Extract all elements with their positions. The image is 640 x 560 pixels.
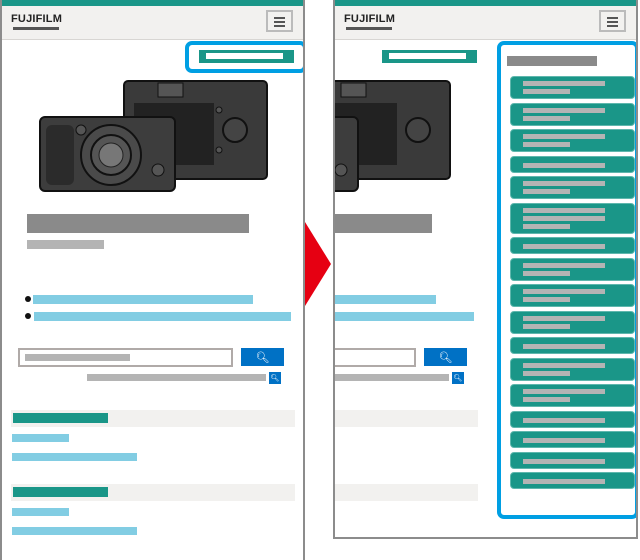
- menu-item-text-placeholder: [523, 370, 570, 376]
- top-accent-bar: [2, 0, 303, 6]
- menu-item-11[interactable]: [510, 337, 635, 354]
- subtitle-placeholder: [27, 240, 104, 249]
- menu-item-text-placeholder: [523, 323, 570, 329]
- advanced-search-placeholder: [87, 374, 266, 381]
- menu-item-4[interactable]: [510, 155, 635, 173]
- menu-item-17[interactable]: [510, 472, 635, 489]
- logo-underline: [13, 27, 59, 30]
- page-title-placeholder: [335, 214, 432, 233]
- search-input[interactable]: [335, 348, 416, 367]
- menu-item-7[interactable]: [510, 237, 635, 254]
- bullet-icon: [25, 296, 31, 302]
- menu-link-button[interactable]: [199, 50, 294, 63]
- menu-item-14[interactable]: [510, 410, 635, 428]
- menu-item-text-placeholder: [523, 223, 570, 229]
- menu-item-text-placeholder: [523, 142, 570, 147]
- menu-item-text-placeholder: [523, 215, 605, 221]
- fujifilm-logo[interactable]: FUJIFILM: [11, 13, 63, 25]
- site-header: FUJIFILM: [335, 6, 636, 40]
- search-button[interactable]: 🔍︎: [424, 348, 467, 366]
- menu-item-8[interactable]: [510, 257, 635, 281]
- menu-item-text-placeholder: [523, 389, 605, 394]
- menu-item-1[interactable]: [510, 76, 635, 99]
- fujifilm-logo[interactable]: FUJIFILM: [344, 13, 396, 25]
- arrow-right-icon: [305, 222, 331, 306]
- menu-item-text-placeholder: [523, 115, 570, 121]
- menu-item-text-placeholder: [523, 458, 605, 464]
- menu-link-button[interactable]: [382, 50, 477, 63]
- top-accent-bar: [335, 0, 636, 6]
- menu-item-9[interactable]: [510, 284, 635, 307]
- section-1-link-1[interactable]: [12, 434, 69, 442]
- phone-screen-before: 🔍︎ 🔍︎ FUJIFILM: [0, 0, 305, 560]
- menu-item-text-placeholder: [523, 207, 605, 213]
- menu-item-16[interactable]: [510, 451, 635, 469]
- menu-item-10[interactable]: [510, 310, 635, 334]
- menu-item-12[interactable]: [510, 357, 635, 381]
- menu-item-text-placeholder: [523, 297, 570, 302]
- menu-item-text-placeholder: [523, 289, 605, 294]
- camera-front: [39, 116, 176, 192]
- menu-button[interactable]: [599, 10, 626, 32]
- menu-item-text-placeholder: [523, 315, 605, 321]
- section-2-link-1[interactable]: [12, 508, 69, 516]
- small-search-icon[interactable]: 🔍︎: [452, 372, 464, 384]
- search-icon: 🔍︎: [438, 351, 453, 364]
- menu-item-text-placeholder: [523, 81, 605, 86]
- menu-item-text-placeholder: [523, 189, 570, 194]
- section-header-2: [11, 484, 295, 501]
- section-1-link-2[interactable]: [12, 453, 137, 461]
- menu-item-text-placeholder: [523, 362, 605, 368]
- small-search-icon[interactable]: 🔍︎: [269, 372, 281, 384]
- menu-item-text-placeholder: [523, 479, 605, 484]
- link-2[interactable]: [335, 312, 474, 321]
- page-content-shifted: 🔍︎ 🔍︎: [335, 0, 490, 537]
- menu-item-6[interactable]: [510, 202, 635, 234]
- link-1[interactable]: [335, 295, 436, 304]
- bullet-icon: [25, 313, 31, 319]
- link-2[interactable]: [34, 312, 291, 321]
- menu-item-text-placeholder: [523, 162, 605, 168]
- menu-item-text-placeholder: [523, 181, 605, 186]
- menu-heading-placeholder: [507, 56, 597, 66]
- section-header-1: [335, 410, 478, 427]
- menu-item-text-placeholder: [523, 438, 605, 443]
- camera-image: [39, 80, 268, 192]
- menu-item-text-placeholder: [523, 417, 605, 423]
- section-2-link-2[interactable]: [12, 527, 137, 535]
- phone-screen-after: 🔍︎ 🔍︎ FUJIFILM: [333, 0, 638, 539]
- page-content: 🔍︎ 🔍︎: [2, 0, 303, 560]
- menu-item-text-placeholder: [523, 270, 570, 276]
- search-button[interactable]: 🔍︎: [241, 348, 284, 366]
- slide-menu-panel: [497, 41, 636, 519]
- menu-item-text-placeholder: [523, 244, 605, 249]
- camera-image: [335, 80, 451, 192]
- search-icon: 🔍︎: [255, 351, 270, 364]
- menu-item-text-placeholder: [523, 397, 570, 402]
- page-title-placeholder: [27, 214, 249, 233]
- menu-item-text-placeholder: [523, 262, 605, 268]
- site-header: FUJIFILM: [2, 6, 303, 40]
- menu-item-15[interactable]: [510, 431, 635, 448]
- section-header-1: [11, 410, 295, 427]
- menu-item-text-placeholder: [523, 134, 605, 139]
- menu-item-text-placeholder: [523, 89, 570, 94]
- menu-item-5[interactable]: [510, 176, 635, 199]
- logo-underline: [346, 27, 392, 30]
- search-input[interactable]: [18, 348, 233, 367]
- menu-button[interactable]: [266, 10, 293, 32]
- section-header-2: [335, 484, 478, 501]
- menu-item-13[interactable]: [510, 384, 635, 407]
- menu-item-text-placeholder: [523, 107, 605, 113]
- menu-item-3[interactable]: [510, 129, 635, 152]
- link-1[interactable]: [33, 295, 253, 304]
- advanced-search-placeholder: [335, 374, 449, 381]
- menu-item-2[interactable]: [510, 102, 635, 126]
- menu-item-text-placeholder: [523, 344, 605, 349]
- highlight-menu-button: [185, 41, 303, 73]
